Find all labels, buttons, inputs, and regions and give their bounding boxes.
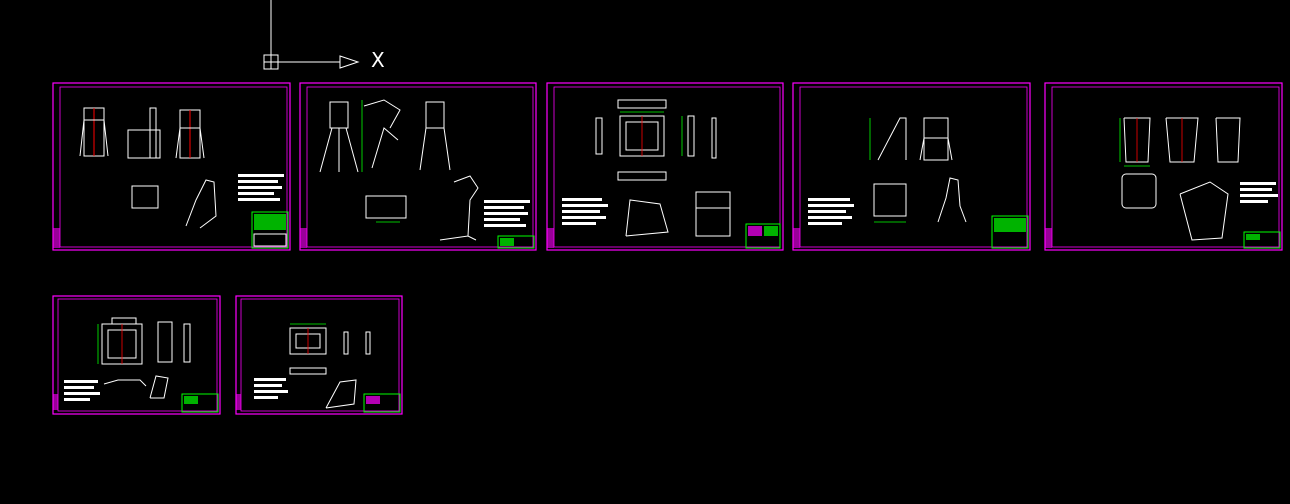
drawing-sheet-2[interactable] (299, 82, 537, 251)
drawing-sheet-7[interactable] (235, 295, 403, 415)
drawing-sheet-4[interactable] (792, 82, 1031, 251)
layout-sheets (52, 82, 1283, 415)
drawing-sheet-6[interactable] (52, 295, 221, 415)
drawing-sheet-5[interactable] (1044, 82, 1283, 251)
drawing-sheet-1[interactable] (52, 82, 291, 251)
ucs-icon (263, 0, 360, 70)
ucs-x-axis-label: X (371, 48, 385, 72)
drawing-sheet-3[interactable] (546, 82, 784, 251)
